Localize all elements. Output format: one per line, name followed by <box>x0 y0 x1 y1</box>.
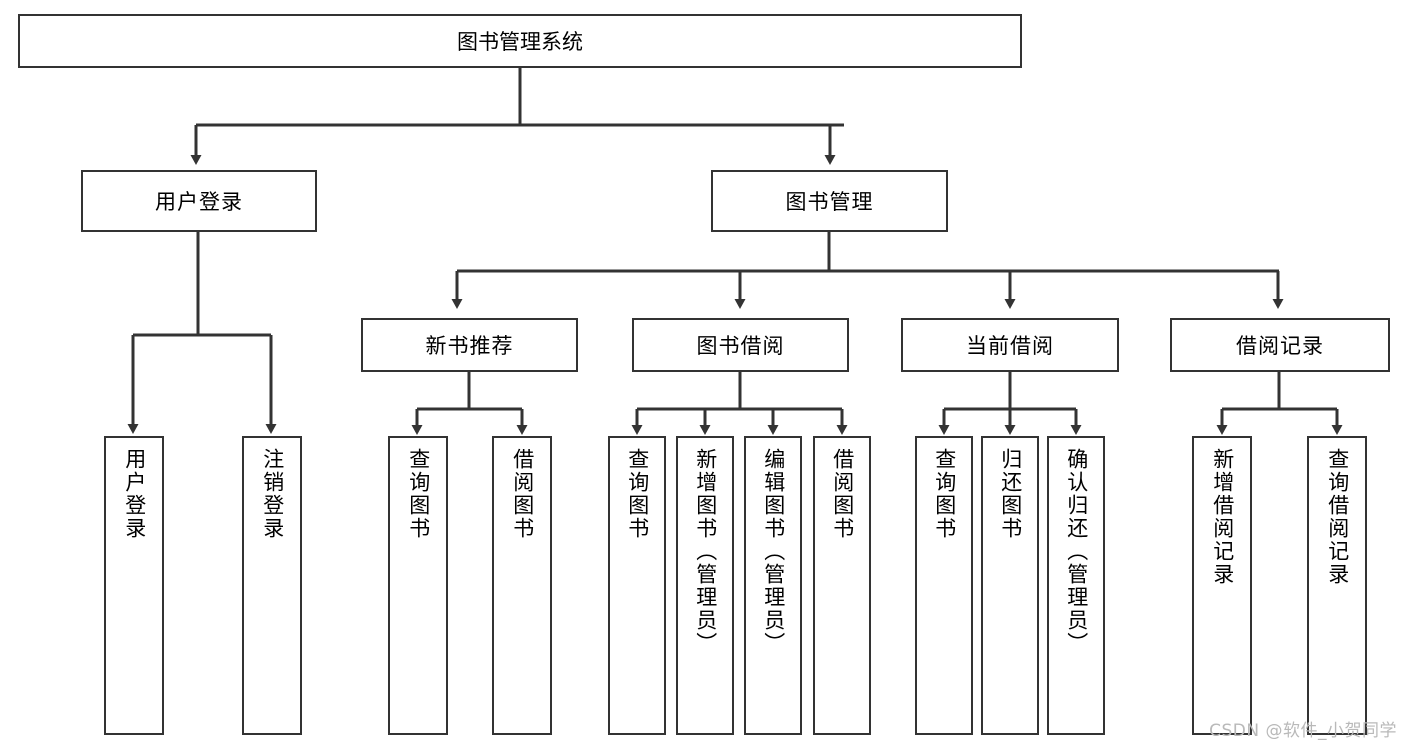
leaf-label: 用户登录 <box>122 448 147 540</box>
leaf-current-query-book[interactable]: 查询图书 <box>915 436 973 735</box>
leaf-record-add-borrow-record[interactable]: 新增借阅记录 <box>1192 436 1252 735</box>
node-label: 用户登录 <box>155 190 243 214</box>
leaf-label: 新增图书（管理员） <box>693 448 718 655</box>
node-current-borrow[interactable]: 当前借阅 <box>901 318 1119 372</box>
leaf-current-confirm-return-admin[interactable]: 确认归还（管理员） <box>1047 436 1105 735</box>
node-user-login[interactable]: 用户登录 <box>81 170 317 232</box>
leaf-label: 查询借阅记录 <box>1325 448 1350 586</box>
leaf-borrow-add-book-admin[interactable]: 新增图书（管理员） <box>676 436 734 735</box>
leaf-current-return-book[interactable]: 归还图书 <box>981 436 1039 735</box>
leaf-label: 新增借阅记录 <box>1210 448 1235 586</box>
leaf-label: 查询图书 <box>932 448 957 540</box>
leaf-record-query-borrow-record[interactable]: 查询借阅记录 <box>1307 436 1367 735</box>
leaf-label: 查询图书 <box>406 448 431 540</box>
leaf-borrow-edit-book-admin[interactable]: 编辑图书（管理员） <box>744 436 802 735</box>
node-borrow-record[interactable]: 借阅记录 <box>1170 318 1390 372</box>
node-label: 图书管理 <box>785 190 874 214</box>
leaf-new-book-borrow-book[interactable]: 借阅图书 <box>492 436 552 735</box>
node-new-book-recommendation[interactable]: 新书推荐 <box>361 318 578 372</box>
node-label: 当前借阅 <box>966 334 1054 358</box>
node-label: 图书管理系统 <box>457 30 583 54</box>
node-label: 新书推荐 <box>425 334 514 358</box>
leaf-label: 编辑图书（管理员） <box>761 448 786 655</box>
leaf-user-login-logout[interactable]: 注销登录 <box>242 436 302 735</box>
watermark-text: CSDN @软件_小贺同学 <box>1209 721 1397 741</box>
node-label: 图书借阅 <box>696 334 785 358</box>
node-label: 借阅记录 <box>1236 334 1324 358</box>
leaf-label: 确认归还（管理员） <box>1064 448 1089 655</box>
leaf-label: 借阅图书 <box>510 448 535 540</box>
leaf-new-book-query-book[interactable]: 查询图书 <box>388 436 448 735</box>
leaf-borrow-query-book[interactable]: 查询图书 <box>608 436 666 735</box>
leaf-label: 注销登录 <box>260 448 285 540</box>
leaf-user-login-login[interactable]: 用户登录 <box>104 436 164 735</box>
node-book-management[interactable]: 图书管理 <box>711 170 948 232</box>
node-root-book-management-system[interactable]: 图书管理系统 <box>18 14 1022 68</box>
node-book-borrow[interactable]: 图书借阅 <box>632 318 849 372</box>
leaf-label: 借阅图书 <box>830 448 855 540</box>
leaf-label: 归还图书 <box>998 448 1023 540</box>
leaf-borrow-borrow-book[interactable]: 借阅图书 <box>813 436 871 735</box>
leaf-label: 查询图书 <box>625 448 650 540</box>
